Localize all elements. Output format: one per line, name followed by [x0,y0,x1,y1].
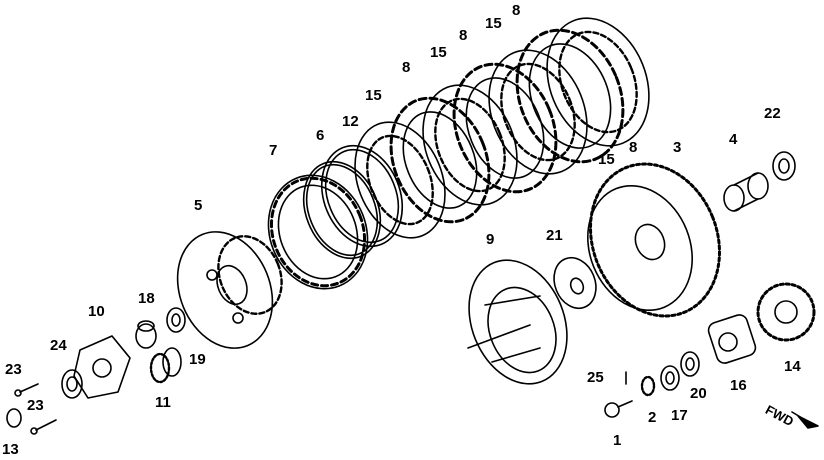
callout-13: 13 [2,441,19,458]
callout-15d: 15 [598,151,615,168]
callout-19: 19 [189,351,206,368]
fwd-arrow-icon [791,411,819,429]
callout-11: 11 [155,394,171,411]
washer-19 [166,307,186,333]
washer-21 [553,256,597,310]
callout-8a: 8 [402,59,411,76]
bolt-18 [135,320,157,349]
washer-17 [660,365,680,391]
callout-12: 12 [342,113,359,130]
spring-11 [149,347,182,384]
callout-15b: 15 [430,44,447,61]
callout-4: 4 [729,131,738,148]
spring-plate-12 [320,144,404,248]
spring-2 [640,375,656,397]
bolt-23a [14,383,39,397]
callout-20: 20 [690,385,707,402]
callout-17: 17 [671,407,688,424]
gear-14 [756,282,816,342]
callout-9: 9 [486,231,495,248]
callout-23b: 23 [27,397,44,414]
callout-8b: 8 [459,27,468,44]
callout-25: 25 [587,369,604,386]
callout-3: 3 [673,139,682,156]
callout-16: 16 [730,377,747,394]
pressure-plate-5 [176,231,283,349]
callout-22: 22 [764,105,781,122]
bolt-1 [604,400,633,418]
callout-15c: 15 [485,15,502,32]
lifter-plate-10 [73,335,131,399]
callout-5: 5 [194,197,203,214]
washer-20 [680,351,700,377]
wire-ring-6 [302,160,382,260]
lifter-16 [707,314,757,364]
clutch-outer-3 [587,162,721,318]
callout-24: 24 [50,337,67,354]
callout-21: 21 [546,227,563,244]
callout-8d: 8 [629,139,638,156]
clutch-plate-7 [267,174,369,290]
callout-15a: 15 [365,87,382,104]
callout-1: 1 [613,432,622,449]
callout-2: 2 [648,409,657,426]
washer-22 [772,151,796,181]
clutch-center-9 [467,259,568,385]
callout-14: 14 [784,358,801,375]
collar-4 [723,172,769,212]
plate-stack [354,17,650,239]
callout-10: 10 [88,303,105,320]
callout-18: 18 [138,290,155,307]
bearing-24 [61,369,83,399]
bolt-23b [30,419,57,435]
callout-23a: 23 [5,361,22,378]
callout-6: 6 [316,127,325,144]
callout-7: 7 [269,142,278,159]
pin-13 [6,408,22,428]
callout-8c: 8 [512,2,521,19]
